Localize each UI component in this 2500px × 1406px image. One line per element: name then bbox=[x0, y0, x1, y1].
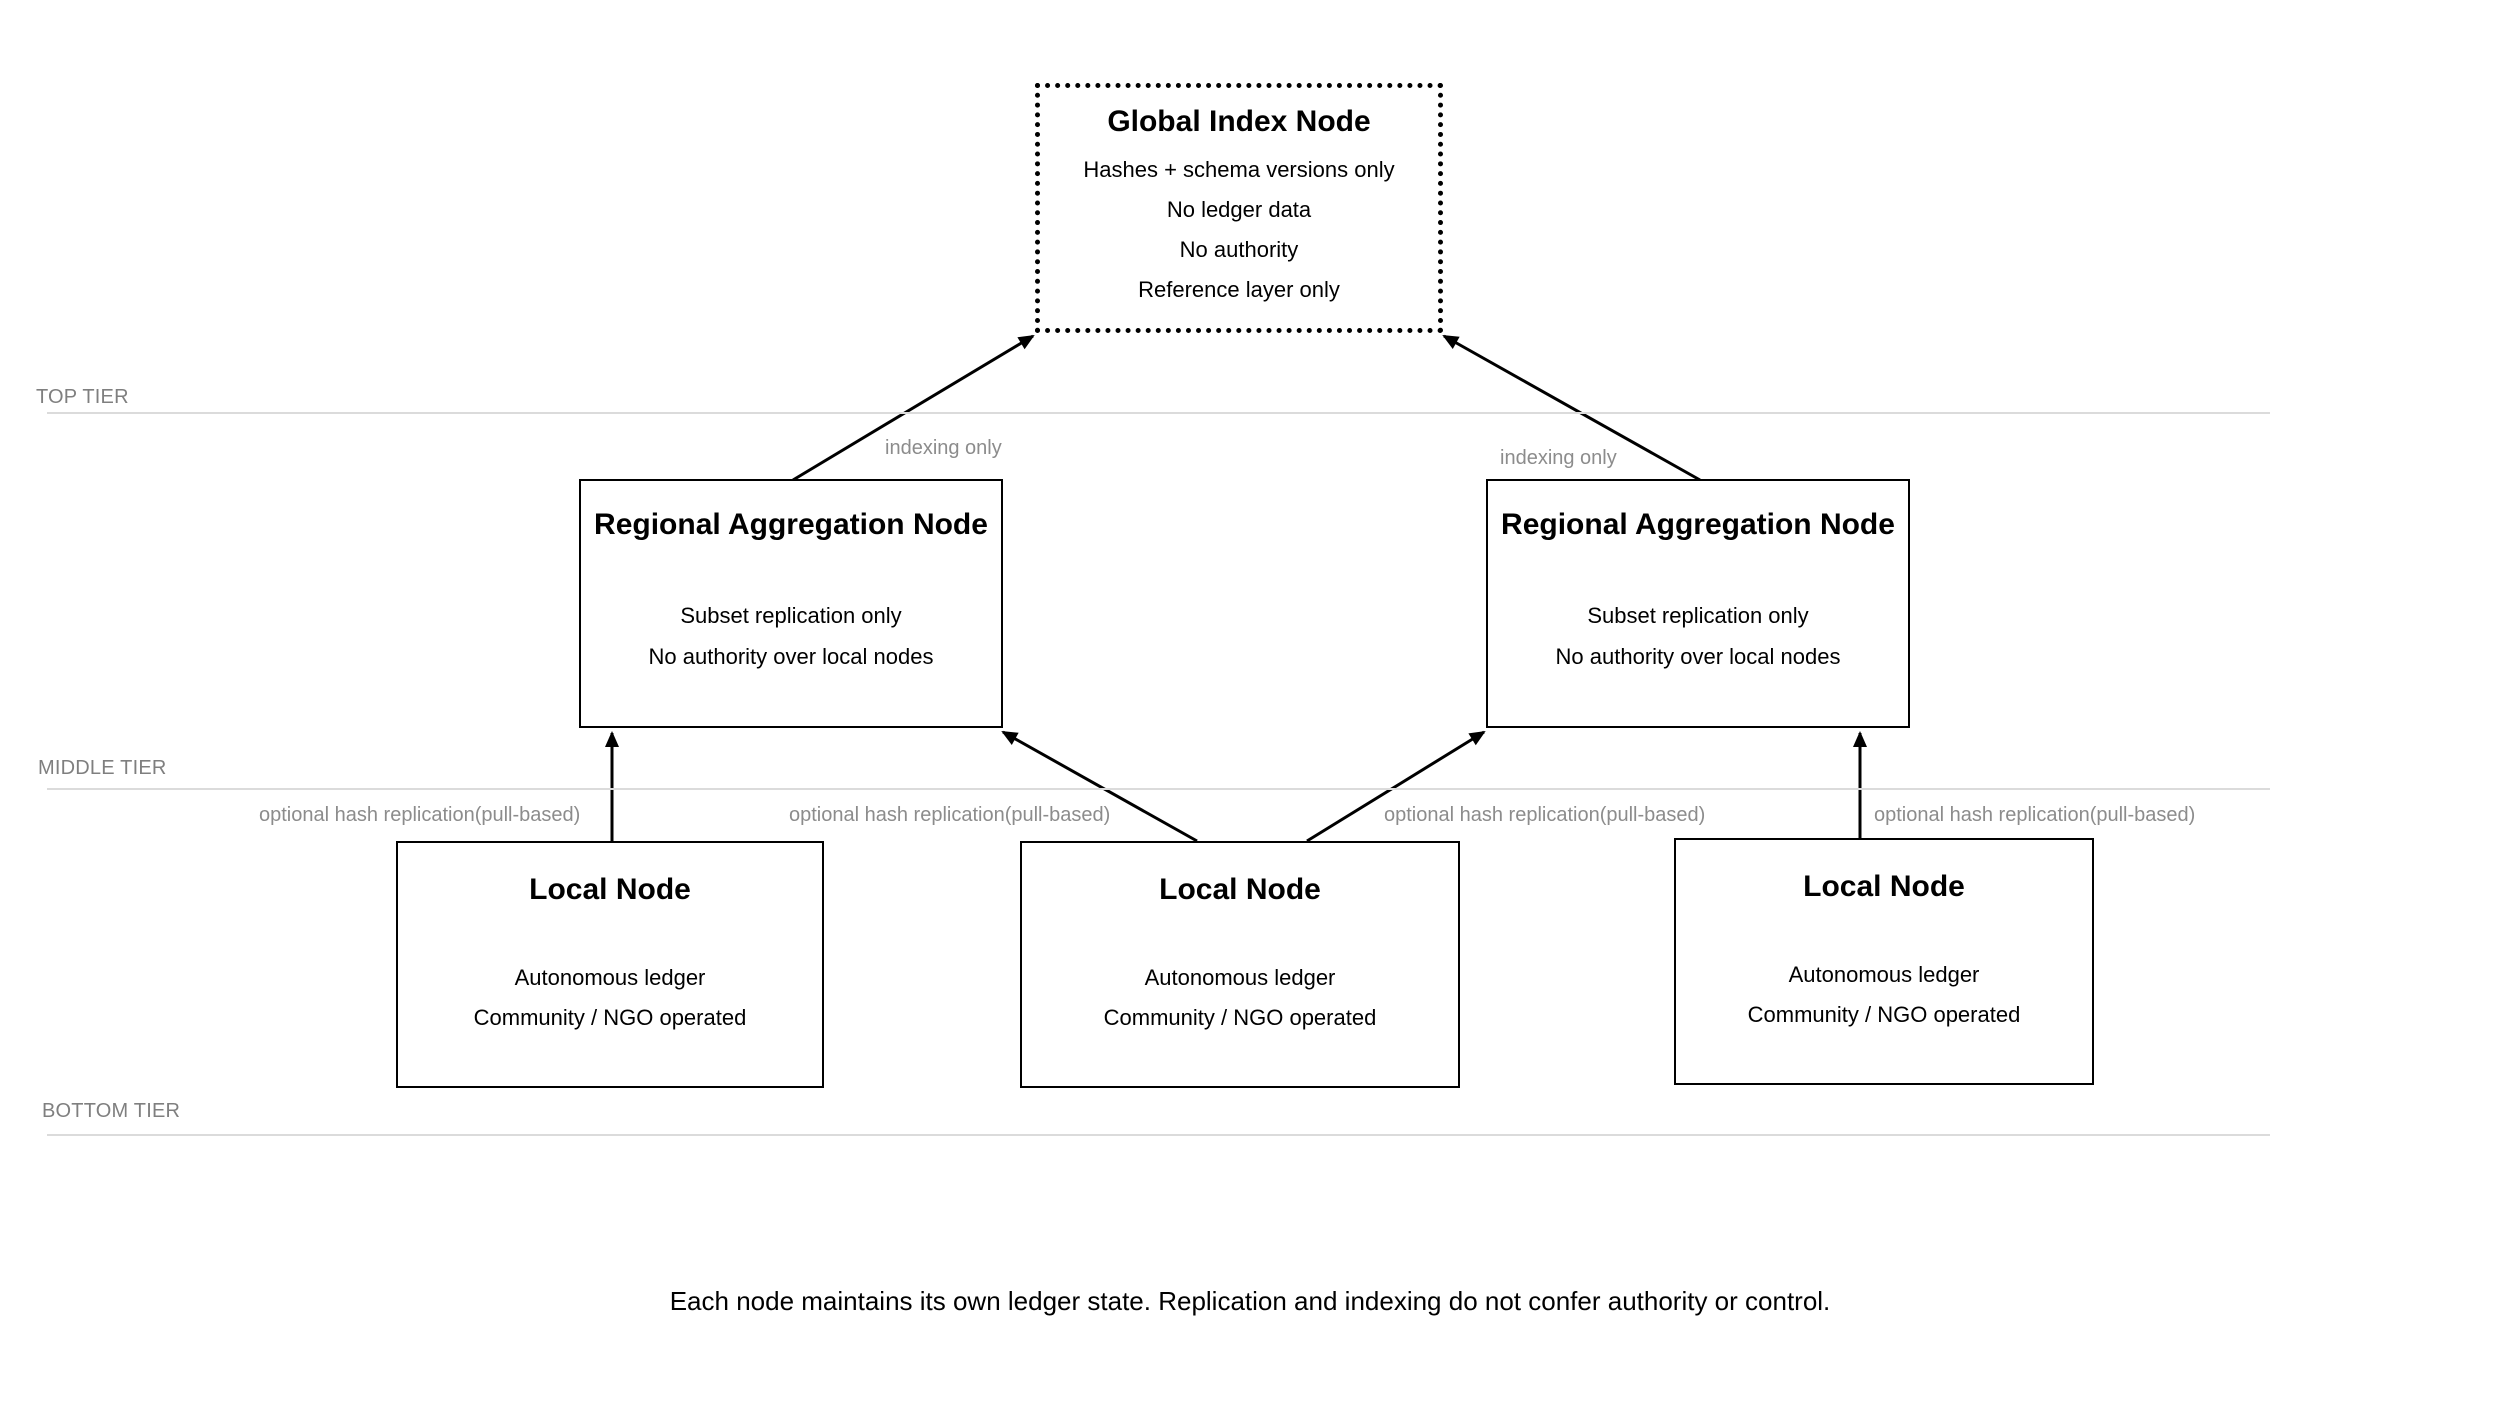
regional-node-line: No authority over local nodes bbox=[648, 644, 934, 669]
edge-label-indexing-right: indexing only bbox=[1500, 447, 1617, 469]
local-node-3: Local Node Autonomous ledger Community /… bbox=[1674, 838, 2094, 1085]
diagram-caption: Each node maintains its own ledger state… bbox=[669, 1286, 1831, 1316]
tier-line-top bbox=[47, 412, 2270, 414]
global-index-node-details: Hashes + schema versions only No ledger … bbox=[1083, 150, 1394, 310]
regional-node-line: No authority over local nodes bbox=[1555, 644, 1841, 669]
tier-label-top: TOP TIER bbox=[36, 386, 129, 408]
global-node-line: No authority bbox=[1179, 237, 1299, 262]
local-node-title: Local Node bbox=[1159, 873, 1321, 906]
regional-node-details: Subset replication only No authority ove… bbox=[649, 595, 934, 677]
tier-line-middle bbox=[47, 788, 2270, 790]
local-node-details: Autonomous ledger Community / NGO operat… bbox=[1748, 955, 2021, 1035]
edge-label-replication-1: optional hash replication(pull-based) bbox=[259, 804, 581, 826]
edge-label-indexing-left: indexing only bbox=[885, 437, 1002, 459]
global-index-node: Global Index Node Hashes + schema versio… bbox=[1035, 83, 1443, 333]
global-node-line: Hashes + schema versions only bbox=[1083, 157, 1395, 182]
regional-aggregation-node-left: Regional Aggregation Node Subset replica… bbox=[579, 479, 1003, 728]
tier-line-bottom bbox=[47, 1134, 2270, 1136]
local-node-line: Community / NGO operated bbox=[473, 1005, 747, 1030]
local-node-title: Local Node bbox=[529, 873, 691, 906]
local-node-details: Autonomous ledger Community / NGO operat… bbox=[474, 958, 747, 1038]
edge-label-replication-4: optional hash replication(pull-based) bbox=[1874, 804, 2196, 826]
local-node-line: Autonomous ledger bbox=[1144, 965, 1336, 990]
local-node-line: Autonomous ledger bbox=[514, 965, 706, 990]
global-node-line: Reference layer only bbox=[1138, 277, 1340, 302]
regional-node-details: Subset replication only No authority ove… bbox=[1556, 595, 1841, 677]
edge-label-replication-3: optional hash replication(pull-based) bbox=[1384, 804, 1706, 826]
global-index-node-title: Global Index Node bbox=[1107, 105, 1371, 138]
regional-node-line: Subset replication only bbox=[680, 603, 902, 628]
local-node-title: Local Node bbox=[1803, 870, 1965, 903]
global-node-line: No ledger data bbox=[1166, 197, 1312, 222]
local-node-details: Autonomous ledger Community / NGO operat… bbox=[1104, 958, 1377, 1038]
local-node-line: Community / NGO operated bbox=[1747, 1002, 2021, 1027]
tier-label-bottom: BOTTOM TIER bbox=[42, 1100, 181, 1122]
local-node-1: Local Node Autonomous ledger Community /… bbox=[396, 841, 824, 1088]
regional-node-title: Regional Aggregation Node bbox=[1501, 508, 1895, 541]
edge-label-replication-2: optional hash replication(pull-based) bbox=[789, 804, 1111, 826]
local-node-2: Local Node Autonomous ledger Community /… bbox=[1020, 841, 1460, 1088]
regional-aggregation-node-right: Regional Aggregation Node Subset replica… bbox=[1486, 479, 1910, 728]
regional-node-title: Regional Aggregation Node bbox=[594, 508, 988, 541]
tier-label-middle: MIDDLE TIER bbox=[38, 757, 167, 779]
local-node-line: Community / NGO operated bbox=[1103, 1005, 1377, 1030]
regional-node-line: Subset replication only bbox=[1587, 603, 1809, 628]
local-node-line: Autonomous ledger bbox=[1788, 962, 1980, 987]
